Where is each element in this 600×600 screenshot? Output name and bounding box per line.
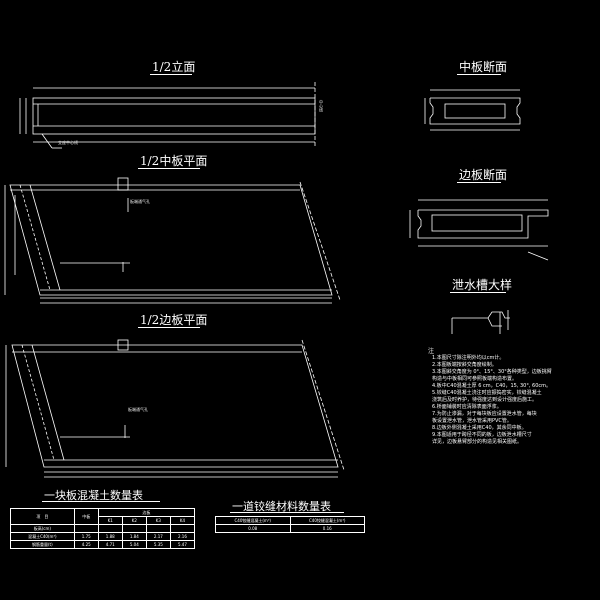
table-cell: 4.25 [73,540,99,549]
table-row: 钢筋重量(t) 4.25 4.71 5.04 5.35 5.47 [10,540,196,549]
pier-center-label: 中心线 [319,100,324,112]
mid-plan-view [4,177,341,304]
vent-hole-label-2: 板端通气孔 [128,407,148,412]
table-header-cell: K2 [121,516,147,525]
mid-section-title: 中板断面 [459,60,508,74]
table-header-cell: K3 [145,516,171,525]
table-row: 混凝土C40(m³) 1.75 1.88 1.84 2.17 2.16 [10,532,196,541]
table-header-row: 项 目 中板 边板 [10,508,196,525]
note-line: 详见，边板悬臂部分的构造见相关图纸。 [432,439,523,445]
note-line: 6.桥面铺装时应清除表面浮浆。 [432,404,502,410]
table-cell [121,524,147,533]
elevation-view [19,82,316,149]
table-cell: 钢筋重量(t) [10,540,75,549]
drain-detail-title-underline [450,292,506,293]
table-cell: 2.17 [145,532,171,541]
hinge-material-table: C40铰缝混凝土(m³) C40铰缝混凝土(m³) 0.08 0.16 [215,516,365,533]
table-cell: 0.16 [289,524,365,533]
note-line: 2.本图板端按斜交角度绘制。 [432,362,497,368]
note-line: 4.板中C40混凝土厚 6 cm，C40，15, 30°, 60cm。 [432,383,552,389]
table-cell: 1.75 [73,532,99,541]
table-cell [169,524,196,533]
table-header-row: C40铰缝混凝土(m³) C40铰缝混凝土(m³) [215,516,365,525]
note-line: 1.本图尺寸除注明外均以cm计。 [432,355,505,361]
table-cell [97,524,123,533]
table-header-cell: K4 [169,516,196,525]
edge-plan-view [5,339,345,478]
note-line: 3.本图斜交角度为 0°、15°、30°各种类型，边板挑臂 [432,369,552,375]
table-row: 板高(cm) [10,524,196,533]
mid-plan-title-underline [138,168,200,169]
support-center-label: 支座中心线 [58,140,78,145]
note-line: 5.铰缝C40混凝土浇注时应振捣密实，铰缝混凝土 [432,390,542,396]
table-cell: 4.71 [97,540,123,549]
edge-section-view [409,199,549,261]
edge-section-title: 边板断面 [459,168,508,182]
table-cell [73,524,99,533]
drain-detail-title: 泄水槽大样 [452,278,513,292]
note-line: 8.边板外侧混凝土采用C40，其余同中板。 [432,425,527,431]
table-header-cell: 边板 [97,508,196,517]
notes-heading: 注 [428,348,435,355]
table-cell: 5.47 [169,540,196,549]
table1-title: 一块板混凝土数量表 [44,489,143,502]
elevation-title: 1/2立面 [152,60,196,74]
table-cell: 0.08 [215,524,291,533]
mid-plan-title: 1/2中板平面 [140,154,208,168]
mid-section-title-underline [457,74,501,75]
mid-section-view [424,89,521,131]
edge-plan-title: 1/2边板平面 [140,313,208,327]
table-header-cell: C40铰缝混凝土(m³) [289,516,365,525]
edge-plan-title-underline [138,327,200,328]
concrete-quantity-table: 项 目 中板 边板 K1 K2 K3 K4 板高(cm) 混凝土C40(m³) … [10,508,196,549]
table2-title: 一道铰缝材料数量表 [232,500,331,513]
vent-hole-label: 板端通气孔 [130,199,150,204]
table-cell: 板高(cm) [10,524,75,533]
table-cell: 1.84 [121,532,147,541]
table-header-cell: K1 [97,516,123,525]
table-header-cell: 项 目 [10,508,75,525]
table-header-cell: 中板 [73,508,99,525]
table2-title-underline [230,512,344,513]
table-cell: 5.04 [121,540,147,549]
note-line: 板设置泄水管，泄水管采用PVC管。 [432,418,512,424]
drain-detail-view [451,310,510,334]
elevation-title-underline [150,74,192,75]
note-line: 构造与中板相同可参照板端构造布置。 [432,376,518,382]
edge-section-title-underline [457,182,501,183]
table-cell [145,524,171,533]
table-row: 0.08 0.16 [215,524,365,533]
note-line: 浇筑后及时养护，待强度达到设计强度后施工。 [432,397,538,403]
table-cell: 2.16 [169,532,196,541]
table-cell: 1.88 [97,532,123,541]
table-cell: 混凝土C40(m³) [10,532,75,541]
table-header-cell: C40铰缝混凝土(m³) [215,516,291,525]
table-cell: 5.35 [145,540,171,549]
table1-title-underline [42,501,160,502]
note-line: 7.为防止渗漏，对于每块板应设置泄水管，每块 [432,411,537,417]
note-line: 9.本图适用于跨径不同的板，边板泄水槽尺寸 [432,432,532,438]
